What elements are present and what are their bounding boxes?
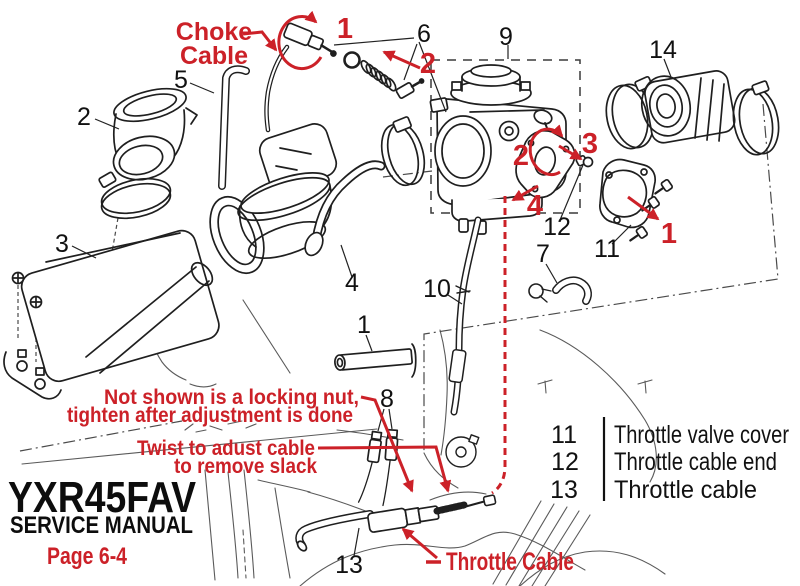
manual-model-title: YXR45FAV <box>8 473 197 522</box>
legend-label-11: Throttle valve cover <box>614 421 789 449</box>
part-label-7: 7 <box>536 240 550 268</box>
legend-label-13: Throttle cable <box>614 476 757 504</box>
air-cleaner-case-part3 <box>3 229 220 400</box>
step-number-2-carb: 2 <box>513 140 529 172</box>
step3-arrow <box>558 144 583 161</box>
red-annotations: 1 2 2 3 4 1 Choke Cable Not shown is a l… <box>67 10 677 576</box>
locking-nut-note-line1: Not shown is a locking nut, <box>104 385 359 409</box>
part-label-13: 13 <box>335 551 363 579</box>
manual-subtitle: SERVICE MANUAL <box>10 512 193 539</box>
legend-label-12: Throttle cable end <box>614 448 777 476</box>
vent-tube-part5 <box>218 65 250 190</box>
step4-arrow <box>511 184 539 202</box>
part-label-10: 10 <box>423 275 451 303</box>
step2-arrow-top <box>382 50 421 70</box>
part-label-14: 14 <box>649 36 677 64</box>
fuel-tank-cap <box>445 434 480 468</box>
leader-lines <box>71 37 672 557</box>
legend-number-11: 11 <box>551 421 577 449</box>
part-label-8: 8 <box>380 385 394 413</box>
choke-cable-drawing <box>264 22 337 133</box>
throttle-cable-arrow <box>401 527 438 560</box>
breather-hose-part7 <box>528 276 592 305</box>
drain-tube-part10 <box>448 216 482 416</box>
legend: 11 12 13 Throttle valve cover Throttle c… <box>550 417 789 504</box>
part-label-4: 4 <box>345 269 359 297</box>
step-number-4: 4 <box>527 190 543 222</box>
part-label-9: 9 <box>499 23 513 51</box>
locking-nut-note-line2: tighten after adjustment is done <box>67 403 353 427</box>
cable-adjusters-part8 <box>357 428 399 507</box>
step-number-1-right: 1 <box>661 218 677 250</box>
throttle-valve-cover-part11 <box>599 158 674 242</box>
throttle-cable-label: Throttle Cable <box>446 548 574 576</box>
fuel-pipe-part1 <box>334 343 417 378</box>
step-number-1-top: 1 <box>337 13 353 45</box>
locking-nut-arrow <box>360 395 414 493</box>
air-cleaner-joint-part4 <box>209 116 426 275</box>
intake-joint-part14 <box>605 70 780 156</box>
twist-cable-arrow <box>317 445 452 493</box>
choke-cable-label-line2: Cable <box>180 42 248 70</box>
part-label-6: 6 <box>417 20 431 48</box>
part-label-2: 2 <box>77 103 91 131</box>
twist-cable-note-line2: to remove slack <box>174 454 317 478</box>
legend-number-13: 13 <box>550 476 578 504</box>
part-label-5: 5 <box>174 66 188 94</box>
twist-cable-note-line1: Twist to adust cable <box>137 436 315 460</box>
rotation-arrow-step1 <box>277 10 323 71</box>
starter-plunger-parts6 <box>343 51 425 99</box>
cable-routing-dashed-line <box>491 196 507 495</box>
carburetor-drawing-part9 <box>429 64 576 235</box>
choke-cable-arrow <box>242 30 278 52</box>
throttle-cable-part13 <box>295 494 497 552</box>
part-label-1: 1 <box>357 311 371 339</box>
part-label-11: 11 <box>594 235 620 263</box>
title-block: YXR45FAV SERVICE MANUAL Page 6-4 <box>8 473 197 570</box>
part-number-labels: 1 2 3 4 5 6 7 8 9 10 11 12 13 14 <box>55 20 677 579</box>
page-number: Page 6-4 <box>47 543 128 570</box>
carb-joint-part2 <box>98 87 198 220</box>
choke-cable-label-line1: Choke <box>176 18 253 46</box>
part-label-3: 3 <box>55 230 69 258</box>
step-number-2-top: 2 <box>420 48 436 80</box>
rotation-arrow-step2 <box>528 124 564 177</box>
part-label-12: 12 <box>543 213 571 241</box>
step-number-3: 3 <box>582 128 598 160</box>
step1-arrow-right <box>627 195 660 221</box>
legend-number-12: 12 <box>551 448 579 476</box>
